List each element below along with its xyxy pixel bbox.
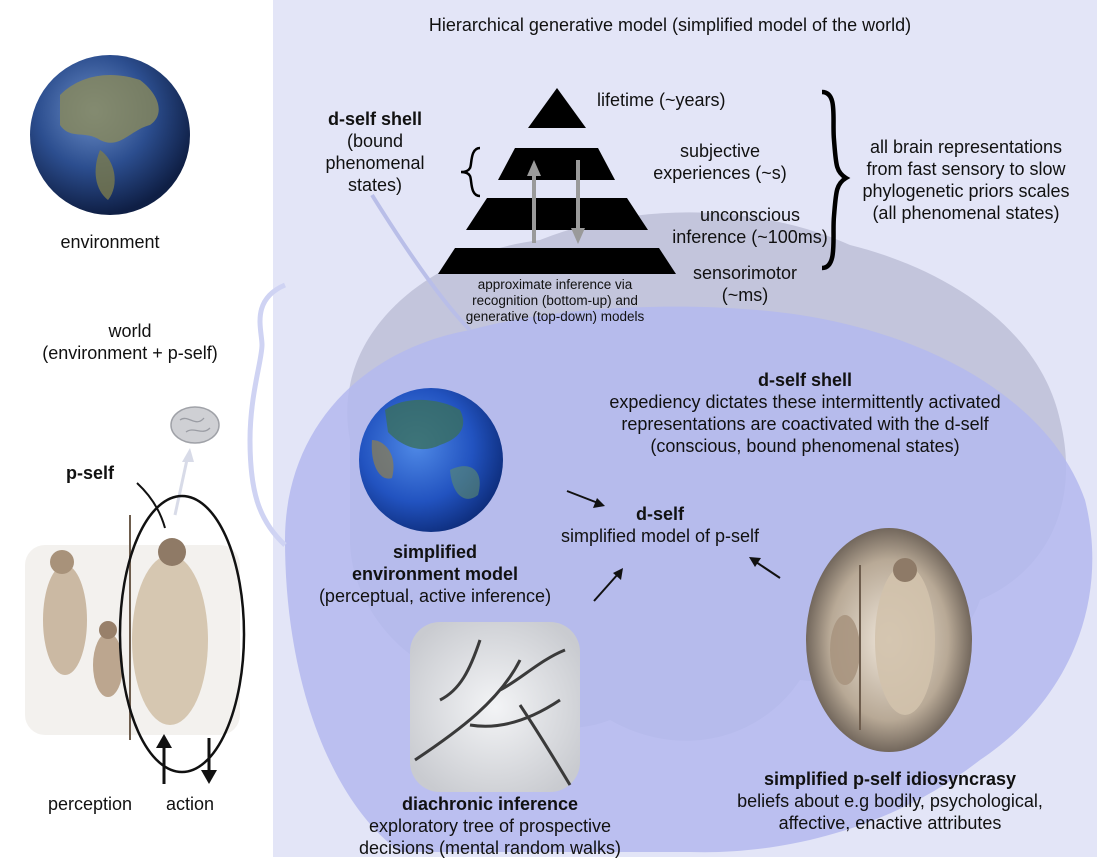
level-unconscious: unconscious inference (~100ms) <box>660 204 840 248</box>
perception-arrow <box>156 734 172 784</box>
pyramid-dself-shell-line: phenomenal <box>295 152 455 174</box>
env-model-sub: (perceptual, active inference) <box>285 585 585 607</box>
action-label: action <box>166 793 214 815</box>
env-model-title: environment model <box>285 563 585 585</box>
pyramid-dself-shell-line: (bound <box>295 130 455 152</box>
world-label: world (environment + p-self) <box>0 320 260 364</box>
pyramid-dself-shell: d-self shell (bound phenomenal states) <box>295 108 455 196</box>
blob-dself-shell-title: d-self shell <box>560 369 1050 391</box>
pyramid-dself-shell-title: d-self shell <box>295 108 455 130</box>
level-lifetime: lifetime (~years) <box>597 89 726 111</box>
dself-title: d-self <box>530 503 790 525</box>
tree-image <box>410 622 580 792</box>
diachronic-title: diachronic inference <box>340 793 640 815</box>
idiosyncrasy-line: beliefs about e.g bodily, psychological, <box>715 790 1065 812</box>
pixel-earth <box>359 388 503 532</box>
pyramid-caption-line: approximate inference via <box>420 277 690 293</box>
idiosyncrasy-egg <box>806 528 972 752</box>
blob-dself-shell-line: expediency dictates these intermittently… <box>560 391 1050 413</box>
brace-text: all brain representations from fast sens… <box>838 136 1094 224</box>
level-unconscious-line: unconscious <box>660 204 840 226</box>
level-subjective-line: subjective <box>630 140 810 162</box>
world-label-line: (environment + p-self) <box>0 342 260 364</box>
env-model: simplified environment model (perceptual… <box>285 541 585 607</box>
blob-dself-shell-line: representations are coactivated with the… <box>560 413 1050 435</box>
pyramid-caption-line: generative (top-down) models <box>420 309 690 325</box>
diachronic-line: exploratory tree of prospective <box>340 815 640 837</box>
level-sensorimotor: sensorimotor (~ms) <box>670 262 820 306</box>
level-sensorimotor-line: (~ms) <box>670 284 820 306</box>
brain-arrow <box>175 455 188 515</box>
diachronic-node: diachronic inference exploratory tree of… <box>340 793 640 859</box>
pyramid-dself-shell-line: states) <box>295 174 455 196</box>
action-arrow <box>201 738 217 784</box>
env-model-title: simplified <box>285 541 585 563</box>
environment-label: environment <box>20 231 200 253</box>
idiosyncrasy-line: affective, enactive attributes <box>715 812 1065 834</box>
level-subjective-line: experiences (~s) <box>630 162 810 184</box>
perception-label: perception <box>48 793 132 815</box>
brain-icon <box>171 407 219 443</box>
brace-text-line: phylogenetic priors scales <box>838 180 1094 202</box>
idiosyncrasy-node: simplified p-self idiosyncrasy beliefs a… <box>715 768 1065 834</box>
diachronic-line: decisions (mental random walks) <box>340 837 640 859</box>
pself-label: p-self <box>66 462 114 484</box>
world-label-line: world <box>0 320 260 342</box>
brace-text-line: (all phenomenal states) <box>838 202 1094 224</box>
earth-globe <box>30 55 190 215</box>
blob-dself-shell-line: (conscious, bound phenomenal states) <box>560 435 1050 457</box>
diagram-title: Hierarchical generative model (simplifie… <box>290 14 1050 36</box>
pyramid-caption-line: recognition (bottom-up) and <box>420 293 690 309</box>
idiosyncrasy-title: simplified p-self idiosyncrasy <box>715 768 1065 790</box>
blob-dself-shell: d-self shell expediency dictates these i… <box>560 369 1050 457</box>
level-unconscious-line: inference (~100ms) <box>660 226 840 248</box>
brace-text-line: all brain representations <box>838 136 1094 158</box>
small-brace <box>461 148 480 196</box>
level-subjective: subjective experiences (~s) <box>630 140 810 184</box>
pyramid-caption: approximate inference via recognition (b… <box>420 277 690 325</box>
level-sensorimotor-line: sensorimotor <box>670 262 820 284</box>
brace-text-line: from fast sensory to slow <box>838 158 1094 180</box>
